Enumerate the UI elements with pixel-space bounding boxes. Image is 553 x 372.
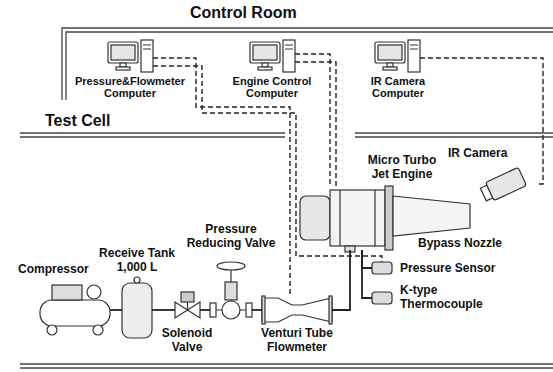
flange bbox=[246, 303, 252, 317]
engine-flange bbox=[385, 186, 393, 250]
label-text: Control Room bbox=[190, 3, 297, 22]
label-text: Pressure Reducing Valve bbox=[183, 222, 279, 250]
ir-camera-symbol bbox=[479, 167, 526, 203]
valve-body bbox=[188, 302, 201, 318]
label-text: Engine Control Computer bbox=[224, 75, 320, 99]
label-text: Solenoid Valve bbox=[156, 326, 218, 354]
label-text: Receive Tank 1,000 L bbox=[95, 246, 179, 274]
label-text: IR Camera Computer bbox=[363, 75, 433, 99]
drive-bay bbox=[410, 45, 418, 49]
tank-node: Receive Tank 1,000 L bbox=[122, 277, 152, 338]
monitor bbox=[108, 42, 138, 63]
air-pipe bbox=[152, 309, 175, 311]
stem bbox=[187, 302, 188, 310]
engine-body bbox=[330, 190, 385, 246]
compressor-node: Compressor bbox=[40, 283, 110, 336]
drive-bay bbox=[285, 45, 293, 49]
gauge bbox=[134, 277, 140, 283]
drive-bay bbox=[143, 45, 151, 49]
air-pipe bbox=[200, 309, 210, 311]
walls bbox=[20, 28, 553, 368]
handwheel bbox=[217, 262, 245, 270]
monitor bbox=[250, 42, 280, 63]
screen bbox=[253, 45, 277, 60]
sensor-node: Pressure Sensor bbox=[372, 262, 392, 274]
wheel bbox=[47, 325, 57, 335]
valve-node: Solenoid Valve bbox=[175, 292, 200, 320]
air-pipe bbox=[110, 309, 122, 311]
label-text: Micro Turbo Jet Engine bbox=[362, 153, 442, 181]
label-text: Bypass Nozzle bbox=[418, 236, 502, 250]
signal-cable bbox=[420, 58, 543, 184]
computer-node: IR Camera Computer bbox=[375, 40, 420, 74]
computer-icon bbox=[250, 40, 295, 72]
bonnet bbox=[225, 282, 237, 300]
test-cell-wall bbox=[20, 133, 285, 137]
venturi-tube bbox=[262, 298, 332, 322]
label-text: Pressure Sensor bbox=[400, 261, 495, 275]
sensor-node: K-type Thermocouple bbox=[372, 292, 392, 304]
control-room-wall bbox=[66, 32, 553, 100]
motor bbox=[52, 285, 82, 300]
flange bbox=[262, 296, 265, 324]
air-tank bbox=[40, 300, 110, 326]
signal-cable bbox=[153, 66, 382, 262]
signal-cable bbox=[295, 54, 330, 186]
engine-seam bbox=[340, 190, 375, 246]
fan bbox=[87, 285, 101, 299]
coil bbox=[181, 292, 194, 302]
computer-icon bbox=[375, 40, 420, 72]
control-room-wall bbox=[62, 28, 553, 100]
monitor bbox=[375, 42, 405, 63]
label-text: Compressor bbox=[18, 262, 89, 276]
computer-icon bbox=[108, 40, 153, 72]
reducing-valve-symbol bbox=[210, 262, 252, 319]
wheel bbox=[93, 325, 103, 335]
label-text: Test Cell bbox=[45, 111, 111, 130]
valve-body bbox=[222, 301, 240, 319]
flowmeter-node: Venturi Tube Flowmeter bbox=[262, 296, 332, 324]
tank-body bbox=[122, 283, 152, 338]
flange bbox=[210, 303, 216, 317]
thermocouple bbox=[372, 292, 392, 304]
pc-tower bbox=[408, 40, 420, 72]
venturi-symbol bbox=[262, 296, 332, 324]
label-text: Venturi Tube Flowmeter bbox=[252, 326, 342, 354]
solenoid-valve-symbol bbox=[175, 292, 200, 318]
air-pipe bbox=[332, 250, 350, 310]
label-text: IR Camera bbox=[448, 146, 507, 160]
sensor-symbol bbox=[372, 262, 392, 304]
monitor-base bbox=[116, 67, 130, 70]
room-region: Control RoomPressure&Flowmeter ComputerE… bbox=[62, 28, 553, 108]
computer-node: Engine Control Computer bbox=[250, 40, 295, 74]
label-text: K-type Thermocouple bbox=[400, 283, 490, 311]
room-region: Test CellCompressorReceive Tank 1,000 LS… bbox=[20, 133, 553, 368]
camera-node: IR Camera bbox=[478, 164, 536, 206]
air-pipe bbox=[252, 309, 262, 311]
air-pipe bbox=[362, 250, 372, 268]
monitor-base bbox=[258, 67, 272, 70]
camera-lens bbox=[480, 185, 492, 201]
engine-intake bbox=[300, 196, 330, 240]
screen bbox=[378, 45, 402, 60]
label-text: Pressure&Flowmeter Computer bbox=[70, 75, 190, 99]
bypass-nozzle bbox=[393, 196, 470, 236]
test-cell-wall bbox=[355, 133, 553, 137]
pc-tower bbox=[283, 40, 295, 72]
valve-node: Pressure Reducing Valve bbox=[210, 258, 252, 320]
pressure-sensor bbox=[372, 262, 392, 274]
air-pipe bbox=[362, 250, 372, 298]
monitor-base bbox=[383, 67, 397, 70]
computer-node: Pressure&Flowmeter Computer bbox=[108, 40, 153, 74]
test-cell-floor bbox=[20, 364, 553, 368]
flange bbox=[329, 296, 332, 324]
tank-symbol bbox=[122, 277, 152, 338]
pc-tower bbox=[141, 40, 153, 72]
compressor-symbol bbox=[40, 285, 110, 335]
screen bbox=[111, 45, 135, 60]
valve-body bbox=[175, 302, 188, 318]
